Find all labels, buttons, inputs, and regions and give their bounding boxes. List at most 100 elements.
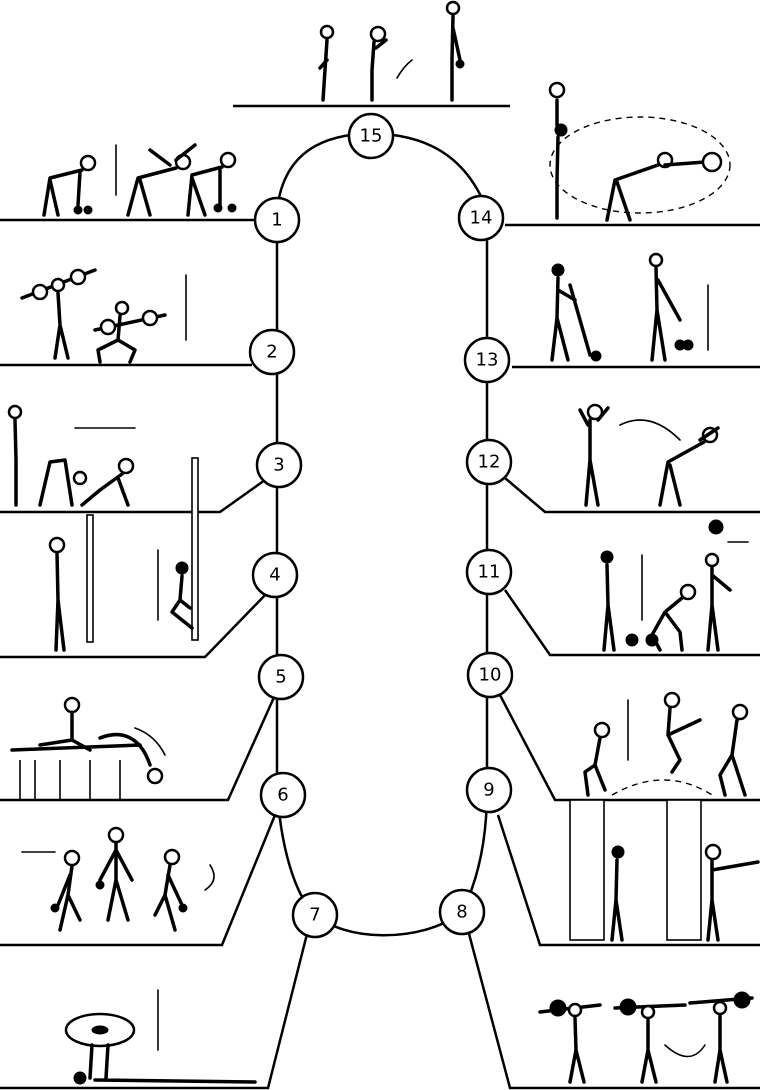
figure-head [175, 561, 189, 575]
bent-over-dumbbell-figures-icon [42, 143, 237, 217]
node-8: 8 [438, 888, 486, 936]
weight [213, 203, 223, 213]
figure-body [170, 574, 194, 630]
figure-head [117, 457, 135, 475]
figure-body [713, 1014, 729, 1084]
ground-6 [0, 814, 277, 947]
circuit-loop [275, 131, 489, 937]
weight-plate [619, 998, 637, 1016]
arrow [664, 1044, 706, 1058]
figure-head [319, 24, 335, 40]
figure-body [96, 314, 137, 364]
figure-body [126, 143, 197, 217]
rope [191, 457, 199, 641]
node-circle [291, 891, 339, 939]
figure-body [98, 841, 134, 922]
figure-head [445, 0, 461, 16]
ground-lines-left [0, 218, 310, 1090]
barbell-squat-figures-icon [20, 268, 187, 364]
ground-8 [466, 929, 760, 1090]
figure-body [583, 736, 607, 797]
figure-head [731, 703, 749, 721]
node-2: 2 [248, 328, 296, 376]
ground-7 [0, 929, 310, 1090]
figure-head [163, 848, 181, 866]
sit-up-figures-icon [7, 404, 136, 507]
kettlebell [625, 633, 639, 647]
node-label: 2 [266, 342, 277, 363]
arrow [134, 727, 166, 756]
kettlebell [645, 633, 659, 647]
node-label: 3 [273, 455, 284, 476]
standing-stretch-figures-icon [318, 0, 465, 102]
node-15: 15 [347, 112, 395, 160]
node-14: 14 [457, 194, 505, 242]
node-circle [255, 441, 303, 489]
ground-3 [0, 478, 266, 514]
node-label: 15 [360, 126, 383, 147]
figure-head [48, 536, 66, 554]
ground-12 [504, 477, 760, 514]
figure-body [186, 165, 224, 217]
lying-plate-press-figure-icon [64, 989, 257, 1085]
node-3: 3 [255, 441, 303, 489]
weight [178, 903, 188, 913]
figure-head [593, 721, 611, 739]
weight [455, 59, 465, 69]
node-circle [457, 194, 505, 242]
figure-body [658, 426, 720, 507]
node-label: 4 [269, 565, 280, 586]
node-label: 6 [277, 785, 288, 806]
figure-head [611, 845, 625, 859]
node-circle [251, 551, 299, 599]
node-1: 1 [253, 196, 301, 244]
node-label: 9 [483, 780, 494, 801]
node-label: 7 [309, 905, 320, 926]
figure-body [80, 472, 130, 507]
node-circle [465, 766, 513, 814]
node-circle [465, 438, 513, 486]
node-10: 10 [466, 651, 514, 699]
figure-head [63, 696, 81, 714]
node-circle [466, 651, 514, 699]
figure-head [146, 767, 164, 785]
node-5: 5 [257, 653, 305, 701]
node-13: 13 [463, 336, 511, 384]
weight-plate [548, 81, 566, 99]
figure-head [600, 550, 614, 564]
ground-lines-right [466, 223, 760, 1090]
node-label: 10 [479, 665, 502, 686]
figure-body [88, 1043, 257, 1084]
figure-head [63, 849, 81, 867]
figure-head [704, 843, 722, 861]
node-7: 7 [291, 891, 339, 939]
figure-head [640, 1004, 656, 1020]
kettlebell [708, 519, 724, 535]
figure-body [706, 566, 732, 652]
torso-bend-figures-icon [578, 403, 720, 507]
node-label: 5 [275, 667, 286, 688]
node-label: 11 [478, 562, 501, 583]
pole [86, 514, 94, 643]
node-circle [257, 653, 305, 701]
weight [50, 903, 60, 913]
weight [95, 880, 105, 890]
arrow [396, 59, 413, 79]
jump-squat-figures-icon [583, 691, 749, 797]
figure-body [54, 551, 66, 652]
node-circle [259, 771, 307, 819]
figure-body [13, 418, 18, 507]
figure-body [56, 864, 82, 932]
rotation-path [549, 116, 731, 214]
node-6: 6 [259, 771, 307, 819]
weight-plate [69, 268, 87, 286]
figure-head [663, 691, 681, 709]
weight-plate [733, 991, 751, 1009]
wall-bars-figures-icon [569, 799, 760, 942]
barbell-behind-neck-figures-icon [538, 991, 754, 1084]
node-circle [253, 196, 301, 244]
weight-plate [701, 151, 723, 173]
figure-head [712, 1000, 728, 1016]
figure-head [567, 1002, 583, 1018]
